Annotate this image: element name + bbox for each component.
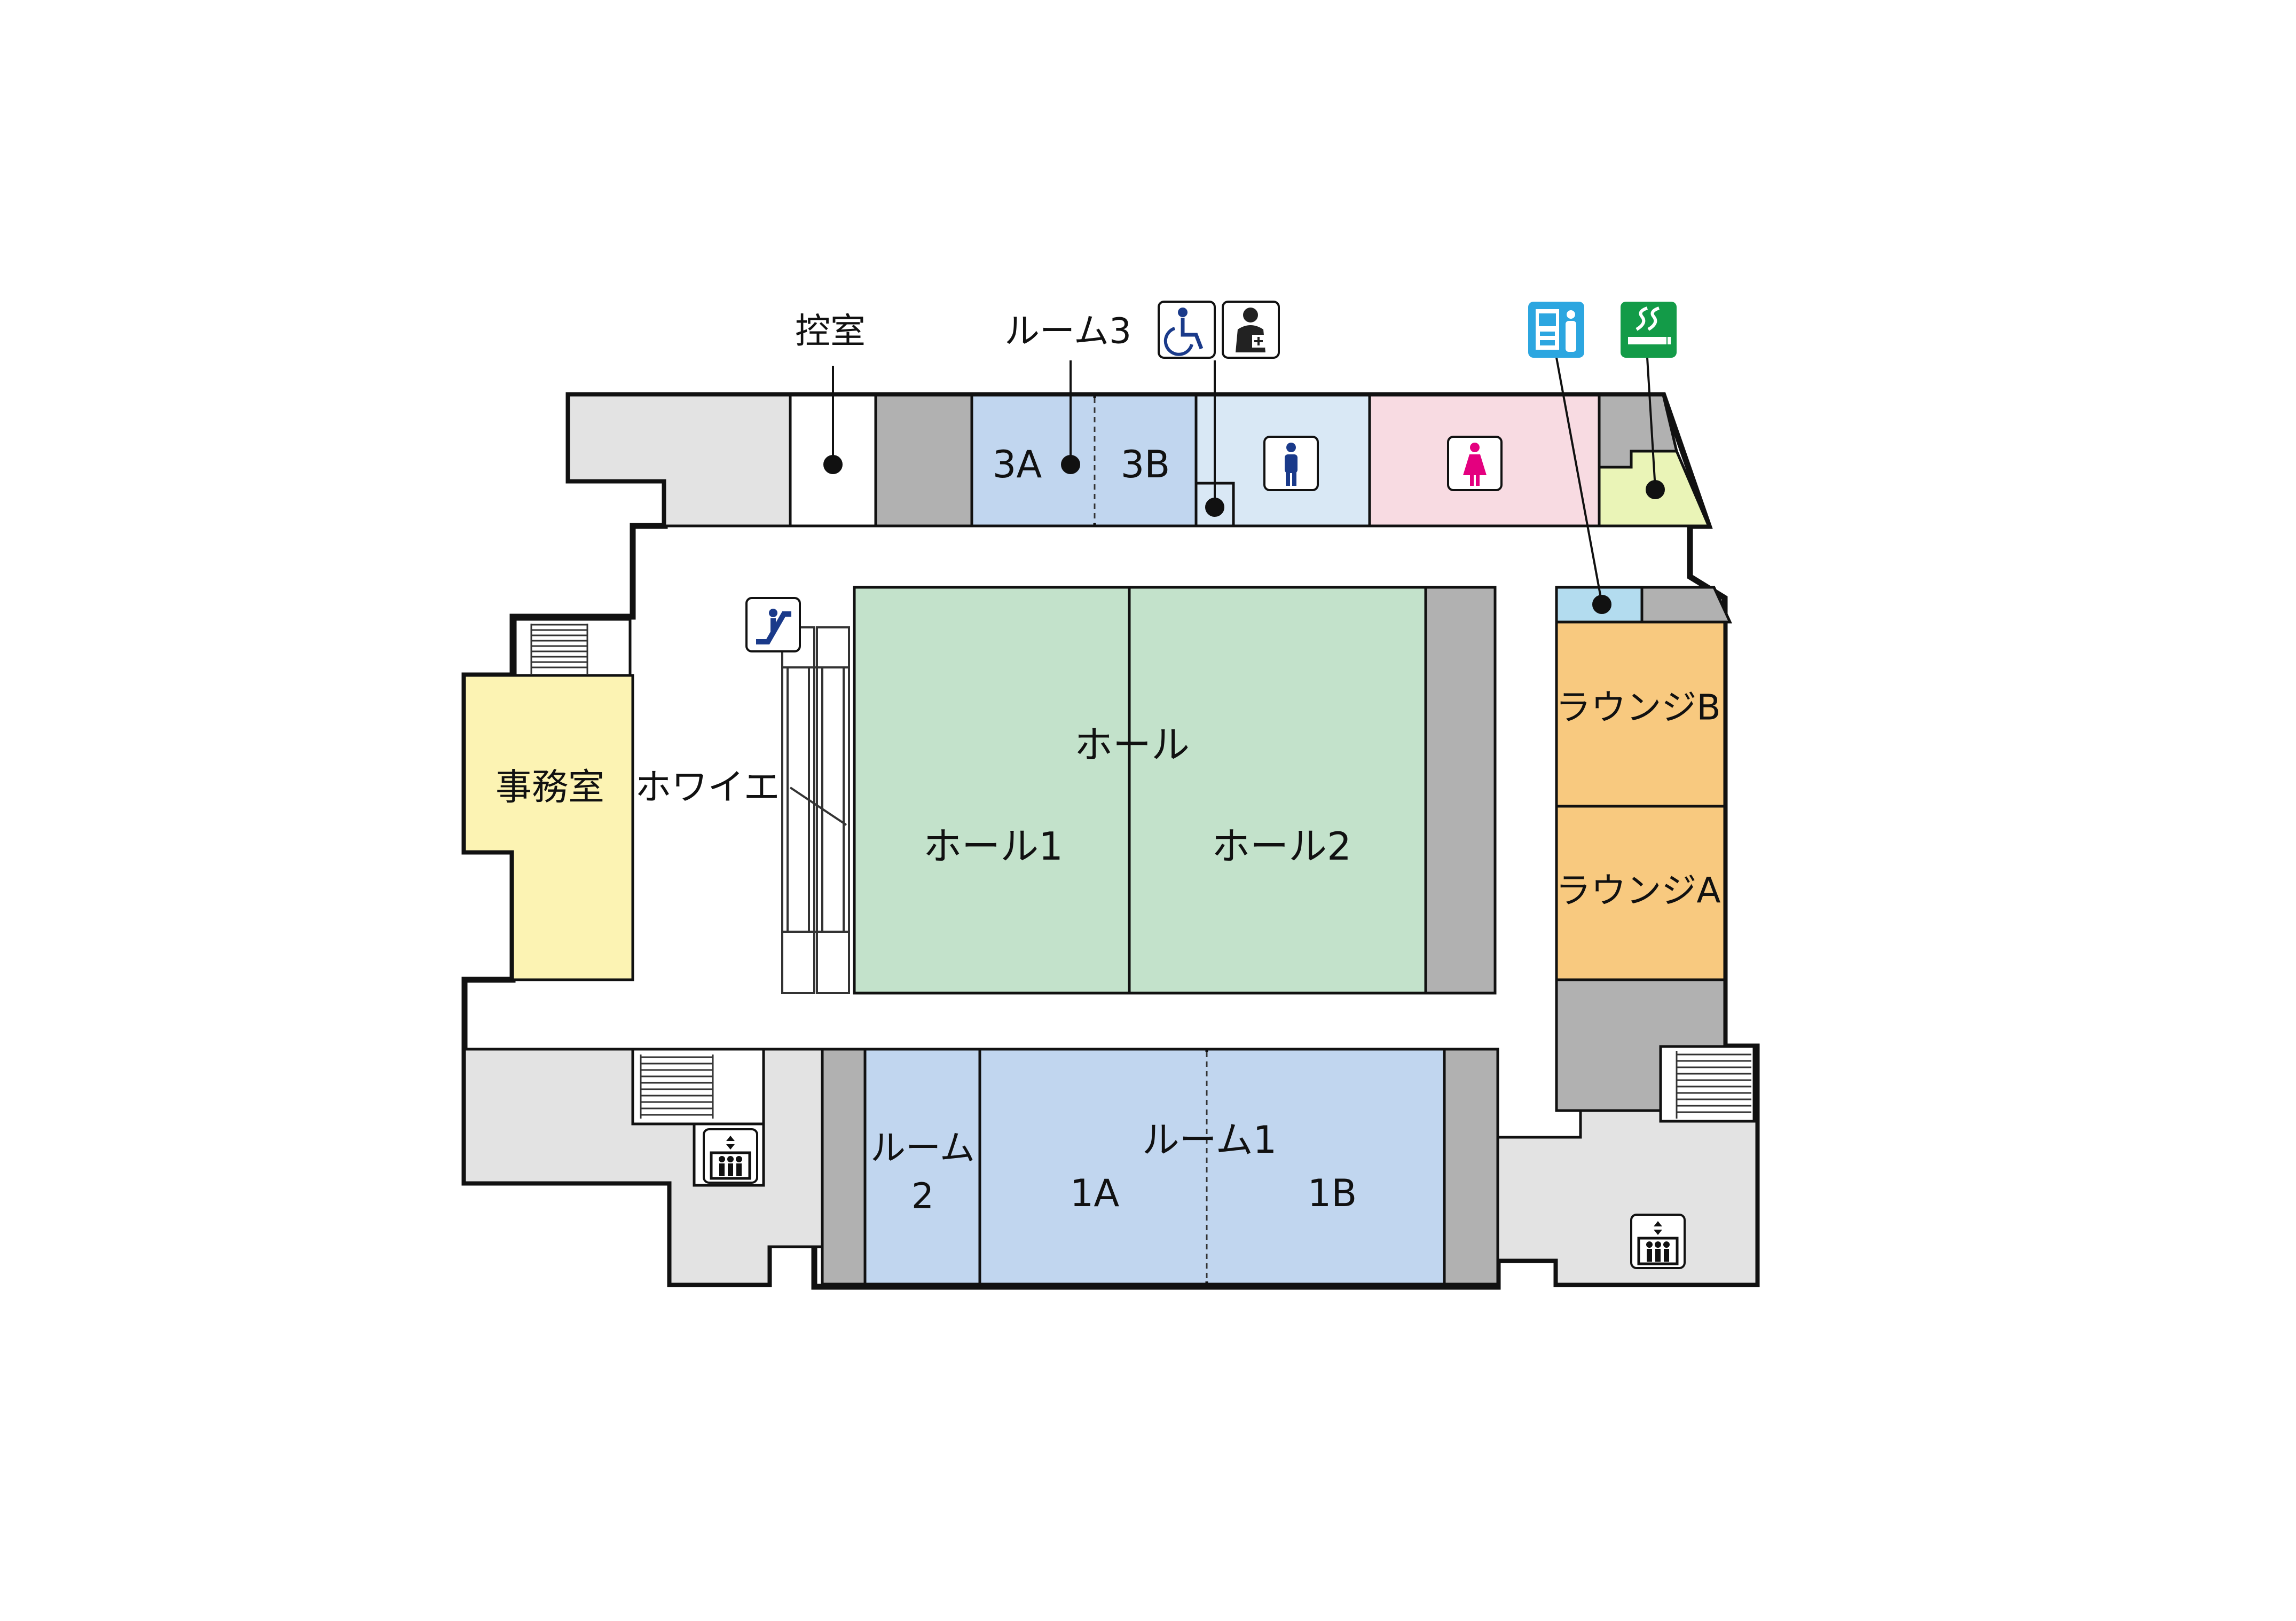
- bottom-core-right: [1443, 1048, 1499, 1286]
- bottom-right-stair: [1659, 1045, 1756, 1123]
- label-hall1: ホール1: [923, 824, 1063, 869]
- room-2[interactable]: [863, 1048, 981, 1286]
- mens-restroom-icon: [1263, 436, 1319, 491]
- office-stair-steps: [530, 624, 588, 674]
- right-core-top: [1640, 586, 1732, 624]
- elevator-icon: [703, 1128, 758, 1184]
- hall-stage-core: [1424, 586, 1497, 995]
- label-foyer: ホワイエ: [635, 767, 780, 809]
- escalator-icon: [745, 597, 801, 652]
- nursing-room-icon: [1222, 301, 1280, 359]
- leader-lines: [823, 357, 1665, 614]
- bottom-left-stair: [631, 1048, 765, 1126]
- top-core: [874, 394, 973, 528]
- label-hall: ホール: [1074, 722, 1190, 767]
- room-3b[interactable]: [1093, 394, 1198, 528]
- office-stair-top: [514, 618, 632, 677]
- label-room3: ルーム3: [1004, 311, 1131, 352]
- smoking-area-icon: [1621, 302, 1677, 358]
- office-room[interactable]: [463, 674, 634, 981]
- bottom-core-left: [821, 1048, 867, 1286]
- elevator-icon: [1630, 1214, 1686, 1269]
- label-lounge-b: ラウンジB: [1555, 687, 1720, 728]
- label-room1: ルーム1: [1142, 1118, 1277, 1162]
- label-hikaeshitsu: 控室: [795, 311, 866, 352]
- label-room2-line1: ルーム: [870, 1128, 975, 1169]
- label-room1b: 1B: [1308, 1171, 1357, 1215]
- label-lounge-a: ラウンジA: [1555, 870, 1720, 911]
- lounge-b[interactable]: [1555, 620, 1726, 808]
- room-1a[interactable]: [978, 1048, 1208, 1286]
- label-room3b: 3B: [1121, 443, 1170, 486]
- escalator-bank: [781, 626, 850, 994]
- bottom-left-stair-steps: [640, 1055, 714, 1119]
- room-1b[interactable]: [1205, 1048, 1446, 1286]
- label-jimushitsu: 事務室: [496, 767, 604, 809]
- womens-restroom-icon: [1447, 436, 1503, 491]
- label-room2-line2: 2: [911, 1176, 934, 1217]
- bottom-right-stair-steps: [1676, 1051, 1751, 1119]
- hall-2[interactable]: [1128, 586, 1427, 995]
- lounge-a[interactable]: [1555, 805, 1726, 981]
- wheelchair-icon: [1158, 301, 1216, 359]
- label-room1a: 1A: [1070, 1171, 1120, 1215]
- hall-1[interactable]: [853, 586, 1131, 995]
- vending-machine-icon: [1528, 302, 1584, 358]
- label-hall2: ホール2: [1212, 824, 1351, 869]
- top-service-area: [567, 394, 792, 528]
- label-room3a: 3A: [993, 443, 1042, 486]
